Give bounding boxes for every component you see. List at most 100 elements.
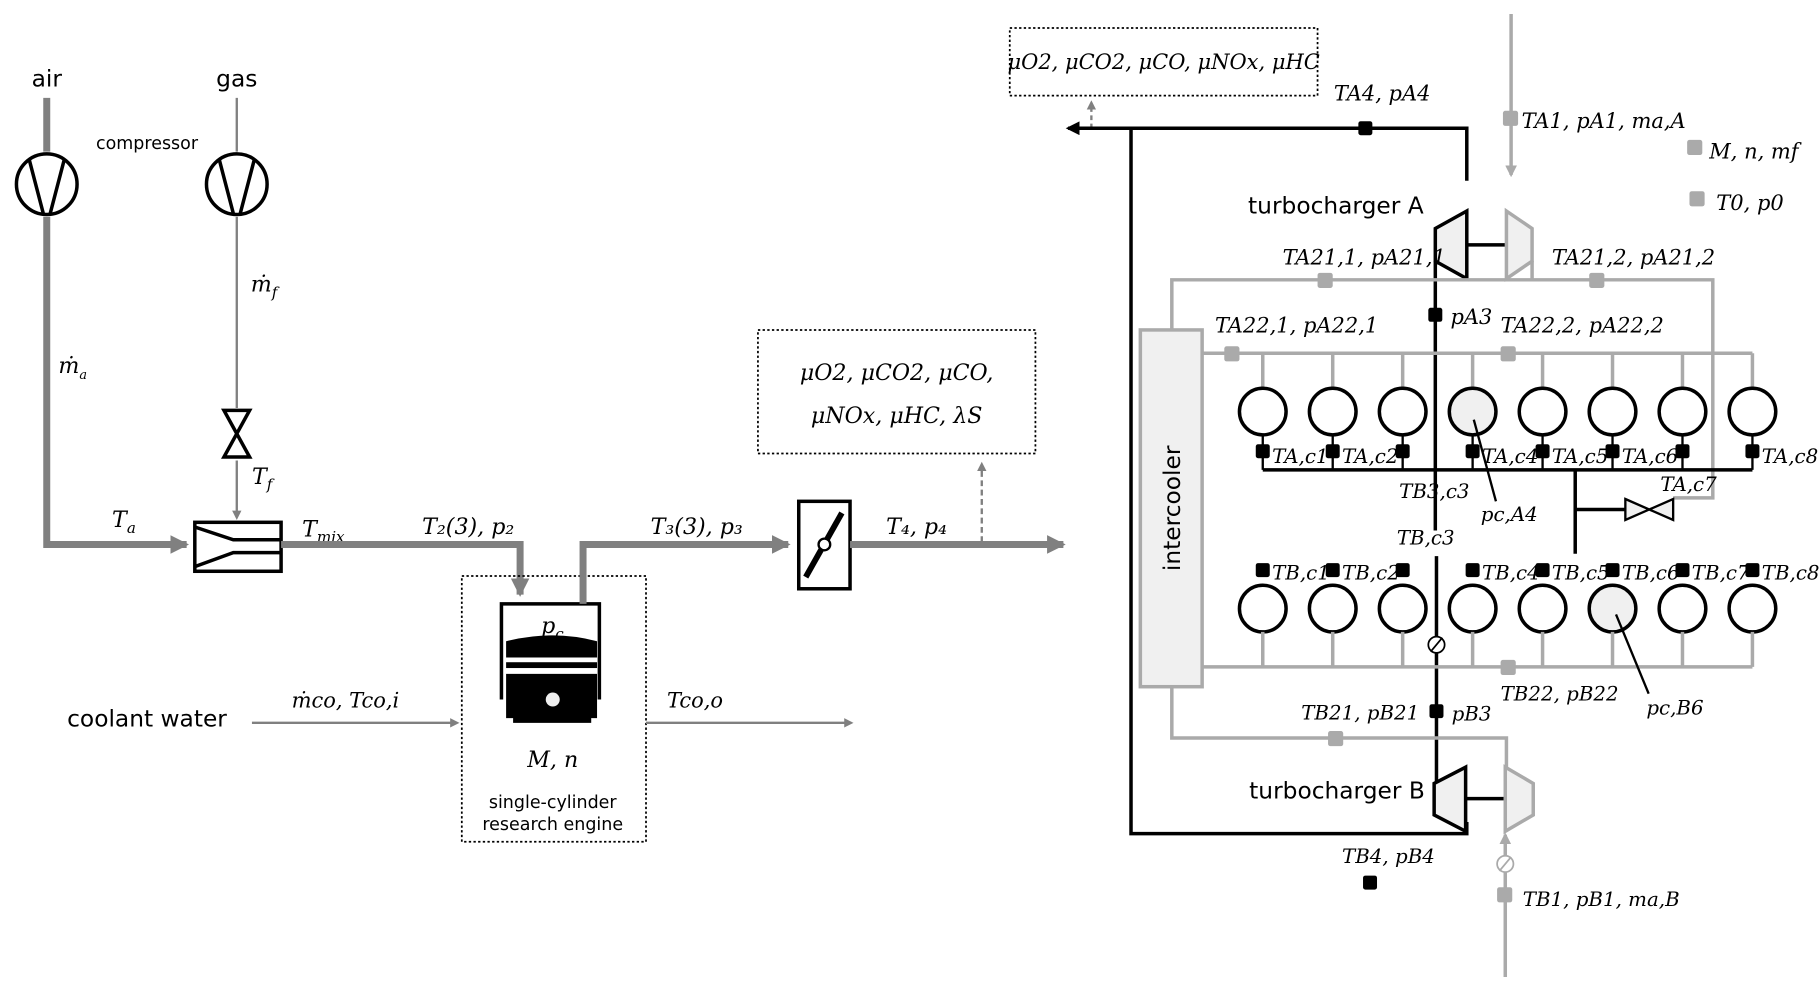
ta21-1-label: TA21,1, pA21,1 [1283, 246, 1446, 270]
tbc8-label: TB,c8 [1762, 561, 1819, 584]
t3p3-label: T₃(3), p₃ [651, 514, 743, 540]
pressure-gauge-icon [1427, 635, 1446, 654]
tbc6-label: TB,c6 [1622, 561, 1680, 584]
wastegate-line [1573, 469, 1626, 554]
sensor-tac8 [1745, 444, 1760, 459]
ta-label: Ta [112, 507, 136, 537]
tb3c3-label: TB3,c3 [1399, 480, 1469, 503]
sensor-tac3 [1395, 444, 1410, 459]
cylinder-a2 [1307, 386, 1358, 437]
sensor-tac5 [1535, 444, 1550, 459]
gas-valve-icon [221, 408, 253, 459]
coolant-water-label: coolant water [67, 705, 227, 732]
cylinder-a4 [1447, 386, 1498, 437]
cylinder-a1 [1237, 386, 1288, 437]
sensor-pb3 [1429, 704, 1444, 719]
wastegate-valve-icon [1624, 497, 1675, 522]
tb1-label: TB1, pB1, ma,B [1523, 888, 1680, 911]
sensor-tbc1 [1255, 563, 1270, 578]
sensor-tac4 [1465, 444, 1480, 459]
pca4-label: pc,A4 [1481, 503, 1538, 526]
tb22-label: TB22, pB22 [1501, 683, 1619, 706]
gas-label: gas [216, 65, 257, 92]
turbocharger-a-icon [1433, 207, 1534, 282]
intercooler-label: intercooler [1159, 445, 1186, 571]
cylinder-a7 [1657, 386, 1708, 437]
air-compressor-icon [14, 152, 79, 217]
sensor-ta22-1 [1224, 346, 1240, 362]
cylinder-b8 [1727, 583, 1778, 634]
tbc5-label: TB,c5 [1552, 561, 1610, 584]
tac6-label: TA,c6 [1622, 445, 1678, 468]
v16-engine-schematic: μO2, μCO2, μCO, μNOx, μHC TA4, pA4 TA1, … [1008, 13, 1819, 978]
ma-label: ṁa [58, 353, 87, 383]
pa3-label: pA3 [1450, 305, 1492, 329]
tac7-label: TA,c7 [1660, 473, 1717, 496]
sensor-tbc5 [1535, 563, 1550, 578]
sensor-tbc4 [1465, 563, 1480, 578]
sensor-tac6 [1605, 444, 1620, 459]
sensor-ta21-2 [1589, 272, 1605, 288]
sensor-ta1 [1502, 110, 1519, 126]
mf-label: ṁf [251, 271, 280, 301]
emissions-box [757, 329, 1037, 455]
cylinder-b6 [1587, 583, 1638, 634]
tb21-label: TB21, pB21 [1301, 701, 1419, 724]
tbc2-label: TB,c2 [1342, 561, 1400, 584]
sensor-tbc7 [1675, 563, 1690, 578]
compressor-label: compressor [96, 134, 199, 154]
tac1-label: TA,c1 [1272, 445, 1328, 468]
cylinder-a6 [1587, 386, 1638, 437]
sensor-ta4 [1358, 121, 1373, 136]
mn-label: M, n [526, 747, 578, 773]
gas-compressor-icon [204, 152, 269, 217]
tac4-label: TA,c4 [1482, 445, 1538, 468]
sensor-pa3 [1428, 307, 1443, 322]
sensor-tac7 [1675, 444, 1690, 459]
sensor-tb21 [1328, 731, 1344, 747]
cylinder-a8 [1727, 386, 1778, 437]
tf-label: Tf [252, 464, 275, 494]
cylinder-b7 [1657, 583, 1708, 634]
tb4-label: TB4, pB4 [1342, 845, 1435, 868]
sensor-ta21-1 [1317, 272, 1333, 288]
engine-cylinder-icon [499, 602, 602, 723]
legend-grey-square-2 [1689, 191, 1705, 207]
pcb6-leader-line [1614, 613, 1650, 695]
intake-pipe [281, 540, 530, 597]
charge-air-a21-line [1170, 261, 1715, 500]
tbc4-label: TB,c4 [1482, 561, 1540, 584]
ta22-2-label: TA22,2, pA22,2 [1501, 313, 1664, 337]
tbc1-label: TB,c1 [1272, 561, 1330, 584]
cylinder-b4 [1447, 583, 1498, 634]
pcb6-label: pc,B6 [1646, 697, 1703, 720]
coolant-inlet-label: ṁco, Tco,i [292, 689, 400, 713]
legend-grey-label-2: T0, p0 [1716, 191, 1783, 215]
air-label: air [32, 65, 63, 92]
ta1-label: TA1, pA1, ma,A [1522, 109, 1686, 133]
turbocharger-b-icon [1432, 764, 1535, 835]
sensor-tb1 [1497, 887, 1513, 903]
sensor-tac2 [1325, 444, 1340, 459]
t4p4-label: T₄, p₄ [886, 514, 947, 540]
sensor-tbc6 [1605, 563, 1620, 578]
cylinder-b1 [1237, 583, 1288, 634]
tbc3-label: TB,c3 [1397, 526, 1455, 549]
sensor-ta22-2 [1500, 346, 1516, 362]
engine-label-line2: research engine [482, 815, 623, 835]
cylinder-b5 [1517, 583, 1568, 634]
turbocharger-a-label: turbocharger A [1248, 192, 1424, 219]
sensor-tbc2 [1325, 563, 1340, 578]
ta22-1-label: TA22,1, pA22,1 [1215, 313, 1378, 337]
air-pipe [43, 97, 187, 545]
sensor-tac1 [1255, 444, 1270, 459]
intercooler [1138, 328, 1204, 689]
gas-mixer-icon [193, 520, 283, 574]
emissions-right-label: μO2, μCO2, μCO, μNOx, μHC [1008, 50, 1320, 74]
pca4-leader-line [1472, 419, 1498, 502]
left-test-bench: air gas compressor ṁa ṁf Tf Ta Tmix T₂(3… [14, 65, 1066, 843]
charge-air-b21-line [1170, 686, 1509, 770]
exhaust-pipe [579, 535, 791, 604]
